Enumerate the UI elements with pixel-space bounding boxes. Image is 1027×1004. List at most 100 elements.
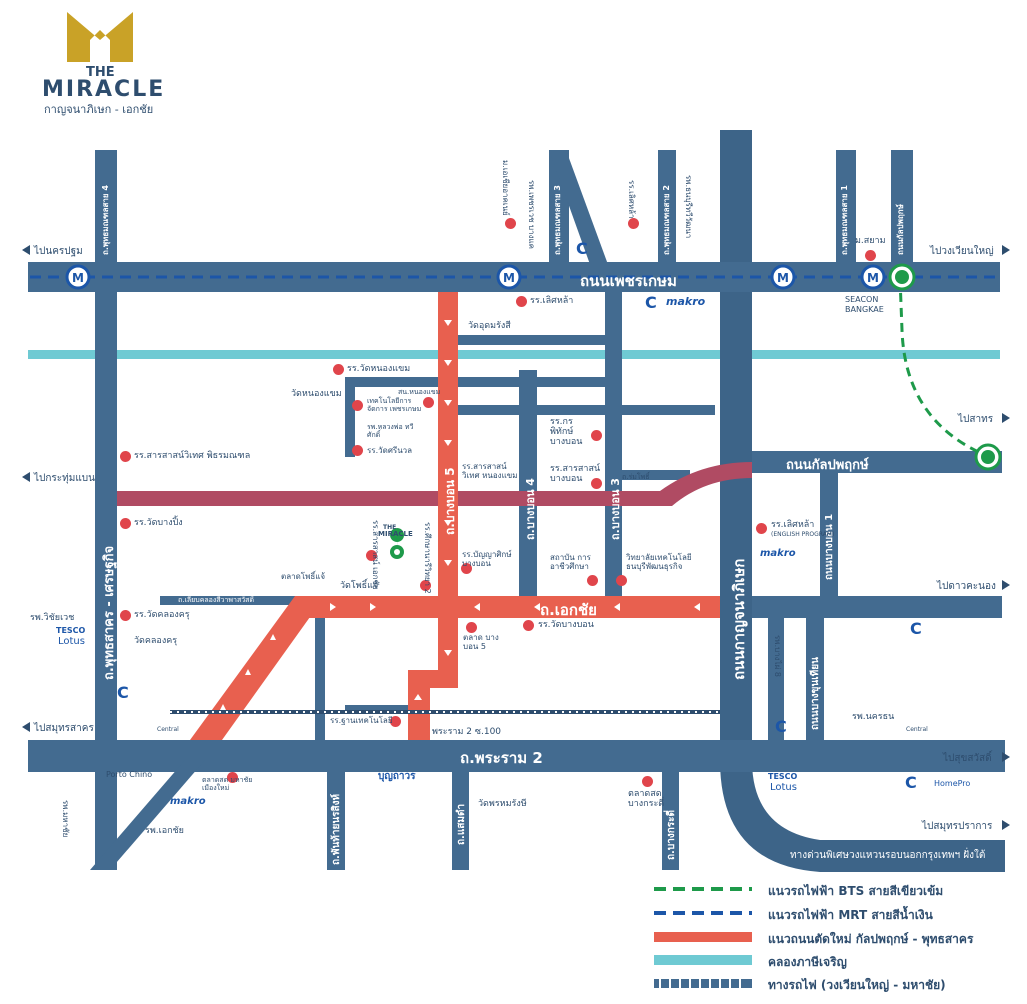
poi-label: รพ.นครธน bbox=[852, 712, 895, 722]
poi-label: รพ.บางไผ่ 8 bbox=[772, 635, 782, 677]
road-label-bangkhuntian: ถนนบางขุนเทียน bbox=[810, 657, 821, 730]
brand-tesco: TESCO bbox=[768, 772, 798, 781]
poi-label: รร.สารสาสน์ เอกชัย bbox=[370, 520, 380, 590]
road-samaedam bbox=[452, 740, 469, 870]
svg-text:M: M bbox=[72, 271, 84, 285]
poi-label: ม.สยาม bbox=[855, 236, 886, 246]
road-kanlapaphruek-v bbox=[891, 150, 913, 275]
poi-label: รร.เลิศหล้า bbox=[626, 180, 636, 219]
poi-label: รร.กรพิทักษ์ บางบอน bbox=[550, 417, 583, 447]
legend-graphics bbox=[654, 887, 752, 991]
poi-label: รร.วัดบางบอน bbox=[538, 620, 594, 630]
road-local-1 bbox=[345, 377, 605, 387]
poi-dot bbox=[352, 445, 363, 456]
dir-krathumbaen: ไปกระทุ่มแบน bbox=[34, 473, 95, 484]
road-ekkachai-diag bbox=[190, 596, 325, 740]
road-bangbon3 bbox=[605, 285, 622, 600]
poi-dot bbox=[466, 622, 477, 633]
brand-seven: C bbox=[910, 619, 922, 638]
poi-label: รร.เลิศหล้า bbox=[530, 296, 574, 306]
legend-item: ทางรถไฟ (วงเวียนใหญ่ - มหาชัย) bbox=[768, 978, 946, 992]
bts-stations bbox=[888, 263, 1002, 471]
road-label-rama2: ถ.พระราม 2 bbox=[460, 749, 543, 767]
poi-label: รร.วัดหนองแขม bbox=[347, 364, 411, 374]
phasi-charoen-canal bbox=[28, 350, 1000, 359]
road-label-kanlapaphruek: ถนนกัลปพฤกษ์ bbox=[786, 458, 869, 473]
svg-text:M: M bbox=[777, 271, 789, 285]
poi-label: รพ.เพชรเวช บางแค bbox=[526, 180, 536, 250]
road-bangkhuntian bbox=[806, 605, 824, 740]
svg-text:M: M bbox=[503, 271, 515, 285]
poi-label: รร.สารสาสน์ บางบอน bbox=[550, 464, 601, 484]
legend-item: แนวรถไฟฟ้า MRT สายสีน้ำเงิน bbox=[768, 908, 933, 922]
brand-subtitle: กาญจนาภิเษก - เอกชัย bbox=[44, 103, 154, 116]
poi-label: ตลาดสด มหาชัยเมืองใหม่ bbox=[202, 776, 253, 792]
road-phanthaisong bbox=[327, 740, 345, 870]
poi-label: ม.เอเชียอาคเนย์ bbox=[500, 160, 510, 216]
road-label-bangbon1: ถนนบางบอน 1 bbox=[824, 513, 835, 580]
bts-station-2 bbox=[974, 443, 1002, 471]
road-phutthamonthon1 bbox=[836, 150, 856, 275]
road-local-2 bbox=[455, 335, 605, 345]
road-label-liap-phasi: ถ.เลียบคลองสี่วาพาสวัสดิ์ bbox=[178, 596, 254, 604]
station-seacon-line1: SEACON bbox=[845, 295, 879, 304]
poi-dot bbox=[333, 364, 344, 375]
road-bangkradi bbox=[662, 740, 679, 870]
poi-label: สถาบัน การอาชีวศึกษา bbox=[550, 553, 591, 571]
road-label-rompho: ถ.ร่มโพธิ์ bbox=[622, 473, 650, 481]
poi-label: รร.ศึกษานารีวิทยา 2 bbox=[422, 522, 432, 594]
dir-wongwianyai: ไปวงเวียนใหญ่ bbox=[930, 246, 994, 257]
road-label-phutthasakhon: ถ.พุทธสาคร - เศรษฐกิจ bbox=[102, 545, 117, 680]
brand-seven: C bbox=[775, 717, 787, 736]
poi-dot bbox=[120, 451, 131, 462]
road-local-4 bbox=[445, 405, 715, 415]
poi-label: รร.สารสาสน์วิเทศ พิธรมณฑล bbox=[134, 451, 251, 461]
brand-name-top: THE bbox=[86, 65, 115, 80]
dir-daokhanong: ไปดาวคะนอง bbox=[937, 581, 996, 592]
road-label-petchkasem: ถนนเพชรเกษม bbox=[580, 272, 677, 290]
road-label-bangbon3: ถ.บางบอน 3 bbox=[609, 478, 622, 540]
poi-label: เทคโนโลยีการจัดการ เพชรเกษม bbox=[367, 397, 422, 413]
mrt-stations: M M M M bbox=[65, 264, 886, 290]
poi-label: รพ.เอกชัย bbox=[145, 826, 184, 836]
road-liap-v bbox=[315, 605, 325, 740]
poi-label: (ENGLISH PROGRAM) bbox=[771, 531, 835, 538]
poi-label: วัดอุดมรังสี bbox=[468, 321, 511, 331]
road-bangmot bbox=[768, 605, 784, 740]
road-label-ekkachai: ถ.เอกชัย bbox=[540, 601, 597, 619]
poi-label: ตลาดสด บางกระดี่ bbox=[628, 789, 665, 809]
poi-dot bbox=[516, 296, 527, 307]
bts-station-1 bbox=[888, 263, 916, 291]
brand-boonthavorn: บุญถาวร bbox=[378, 771, 416, 782]
poi-label: รพ.หลวงพ่อ ทวีศักดิ์ bbox=[367, 423, 414, 439]
road-label-rama2-100: พระราม 2 ซ.100 bbox=[432, 727, 502, 737]
road-phutthasakhon bbox=[95, 275, 117, 870]
road-phutthamonthon2 bbox=[658, 150, 676, 275]
poi-label: รร.ฐานเทคโนโลยี bbox=[330, 716, 393, 725]
road-label-expressway: ทางด่วนพิเศษวงแหวนรอบนอกกรุงเทพฯ ฝั่งใต้ bbox=[790, 850, 986, 861]
road-label-samaedam: ถ.แสมดำ bbox=[456, 803, 467, 845]
direction-arrows bbox=[22, 245, 1010, 830]
legend-item: แนวรถไฟฟ้า BTS สายสีเขียวเข้ม bbox=[768, 884, 944, 898]
brand-logo-mark bbox=[67, 12, 133, 62]
road-label-bangbon4: ถ.บางบอน 4 bbox=[524, 478, 537, 540]
one-way-arrows bbox=[220, 320, 700, 710]
bts-line bbox=[898, 277, 986, 457]
brand-seven: C bbox=[645, 293, 657, 312]
brand-seven: C bbox=[117, 683, 129, 702]
brand-tesco: TESCO bbox=[56, 626, 86, 635]
brand-homepro: HomePro bbox=[934, 779, 971, 788]
poi-label: รร.สารสาสน์วิเทศ หนองแขม bbox=[462, 462, 518, 480]
brand-central: Central bbox=[906, 726, 928, 733]
project-marker bbox=[390, 528, 405, 560]
poi-dot bbox=[227, 772, 238, 783]
poi-dot bbox=[628, 218, 639, 229]
legend-item: คลองภาษีเจริญ bbox=[768, 955, 847, 969]
dir-samutprakan: ไปสมุทรปราการ bbox=[922, 821, 993, 832]
poi-label: วัดหนองแขม bbox=[291, 389, 342, 399]
poi-dot bbox=[591, 478, 602, 489]
poi-dot bbox=[120, 518, 131, 529]
mrt-station-3: M bbox=[770, 264, 796, 290]
road-bangbon5 bbox=[438, 292, 458, 687]
